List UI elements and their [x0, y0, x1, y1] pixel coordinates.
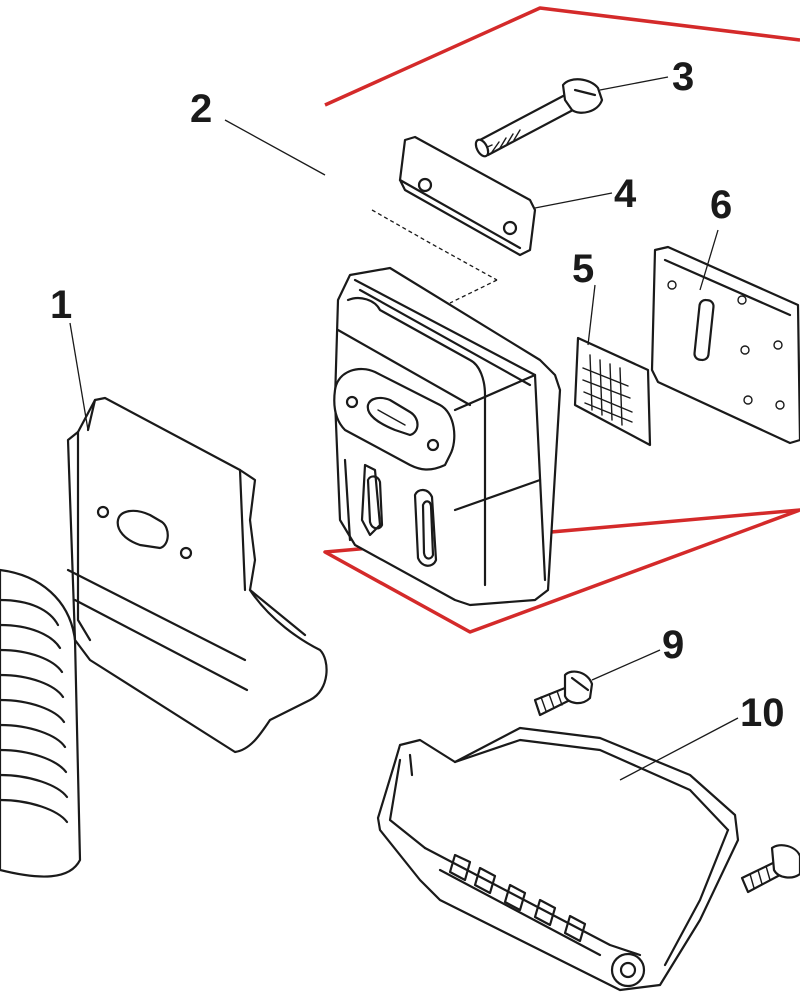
callout-1: 1	[50, 283, 72, 327]
leader-lines	[69, 76, 739, 781]
callout-10: 10	[740, 691, 785, 735]
part-screw-lower-right	[740, 844, 800, 894]
leader-9	[591, 649, 661, 681]
part-4-plate	[398, 135, 537, 257]
part-10-cover	[376, 726, 740, 992]
part-3-bolt	[474, 78, 604, 158]
leader-4	[534, 192, 613, 209]
part-5-screen	[573, 336, 652, 447]
leader-3	[599, 76, 669, 91]
callout-5: 5	[572, 247, 594, 291]
part-1-heat-shield	[66, 396, 328, 754]
callout-6: 6	[710, 183, 732, 227]
leader-10	[619, 717, 739, 781]
leader-6	[699, 229, 719, 291]
callout-3: 3	[672, 55, 694, 99]
assembly-group-frame	[323, 6, 800, 634]
callout-9: 9	[662, 623, 684, 667]
part-6-gasket	[650, 245, 800, 445]
assembly-line-upper	[371, 209, 498, 281]
leader-1	[69, 322, 89, 431]
leader-5	[587, 284, 596, 346]
callout-labels: 1 2 3 4 5 6 9 10	[50, 55, 785, 735]
part-9-screw	[533, 670, 594, 717]
leader-2	[224, 119, 326, 176]
assembly-line-lower	[449, 279, 498, 304]
callout-2: 2	[190, 87, 212, 131]
cylinder-part	[0, 568, 82, 878]
callout-4: 4	[614, 172, 637, 216]
muffler-body	[333, 266, 562, 607]
